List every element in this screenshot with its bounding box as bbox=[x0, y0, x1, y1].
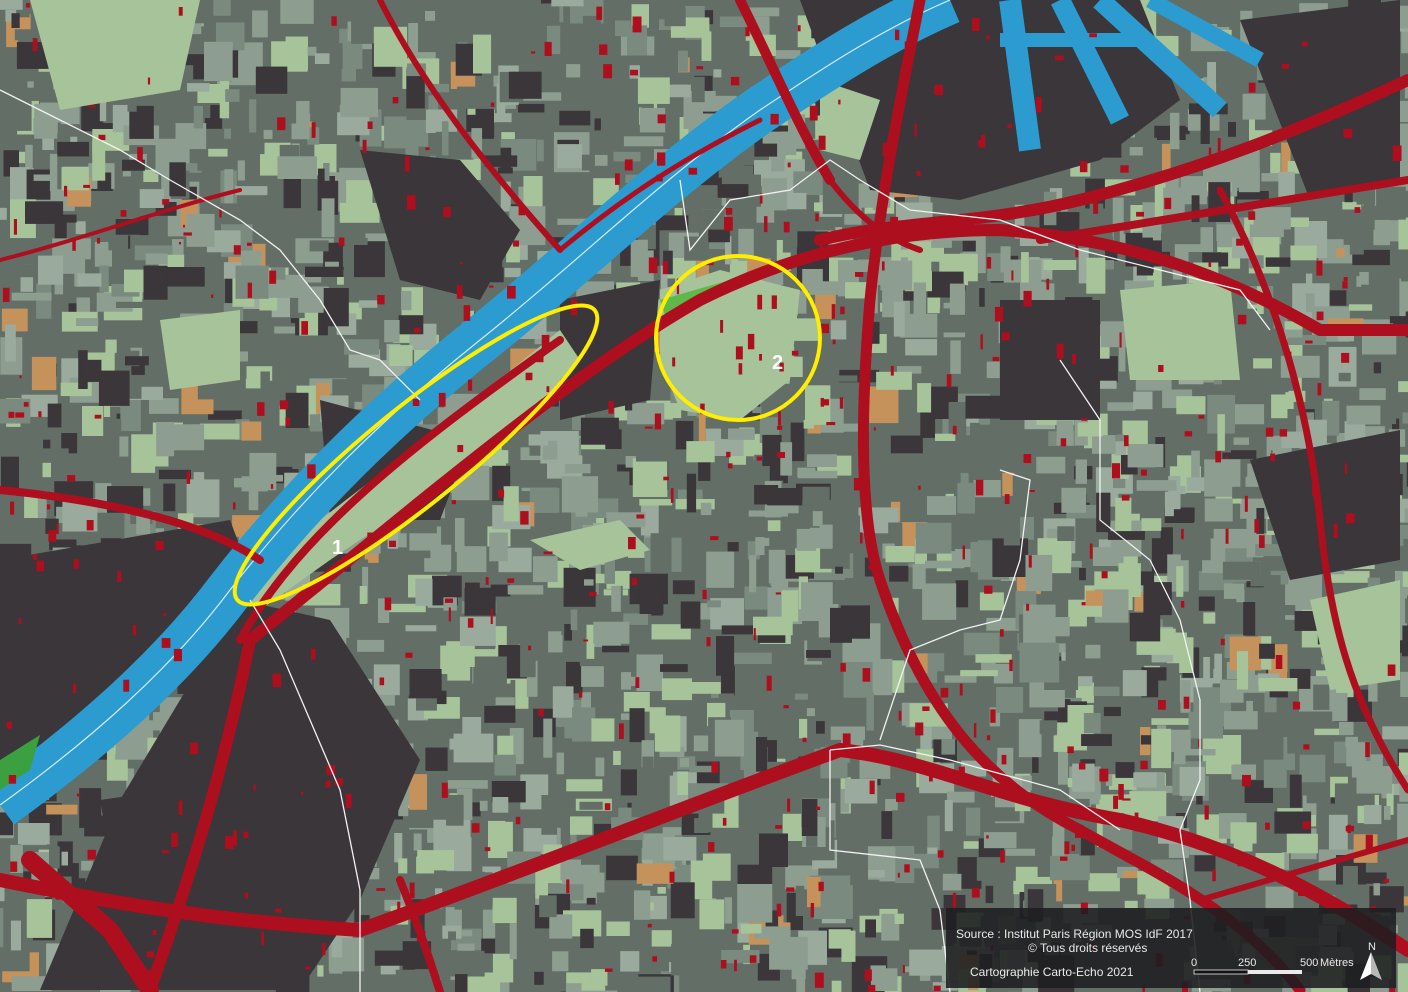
scale-tick-500: 500 bbox=[1300, 957, 1318, 969]
scale-bar: 0 250 500 Mètres bbox=[1191, 957, 1354, 975]
scale-segment-light bbox=[1248, 970, 1302, 974]
study-zone-2: 2 bbox=[654, 254, 822, 422]
north-arrow-right-half bbox=[1371, 952, 1382, 980]
scale-tick-0: 0 bbox=[1191, 957, 1197, 969]
study-zone-1: 1 bbox=[232, 303, 600, 607]
north-arrow-left-half bbox=[1360, 952, 1371, 980]
north-label: N bbox=[1368, 941, 1376, 953]
commune-boundaries bbox=[0, 89, 1271, 992]
highlight-circle-2 bbox=[654, 254, 822, 422]
red-parcels bbox=[2, 3, 1402, 992]
rights-credit: © Tous droits réservés bbox=[1028, 941, 1147, 955]
scale-unit: Mètres bbox=[1320, 957, 1354, 969]
port-basins bbox=[999, 0, 1264, 152]
credits-panel: Source : Institut Paris Région MOS IdF 2… bbox=[946, 908, 1396, 988]
marker-label-1: 1 bbox=[332, 537, 343, 559]
source-credit: Source : Institut Paris Région MOS IdF 2… bbox=[956, 927, 1193, 941]
north-arrow-icon: N bbox=[1360, 941, 1382, 980]
marker-label-2: 2 bbox=[772, 352, 783, 374]
credits-background bbox=[946, 908, 1396, 988]
scale-segment-dark bbox=[1193, 969, 1249, 975]
highlight-ellipse-1 bbox=[232, 303, 600, 607]
scale-tick-250: 250 bbox=[1238, 957, 1256, 969]
cartography-credit: Cartographie Carto-Echo 2021 bbox=[970, 965, 1134, 979]
